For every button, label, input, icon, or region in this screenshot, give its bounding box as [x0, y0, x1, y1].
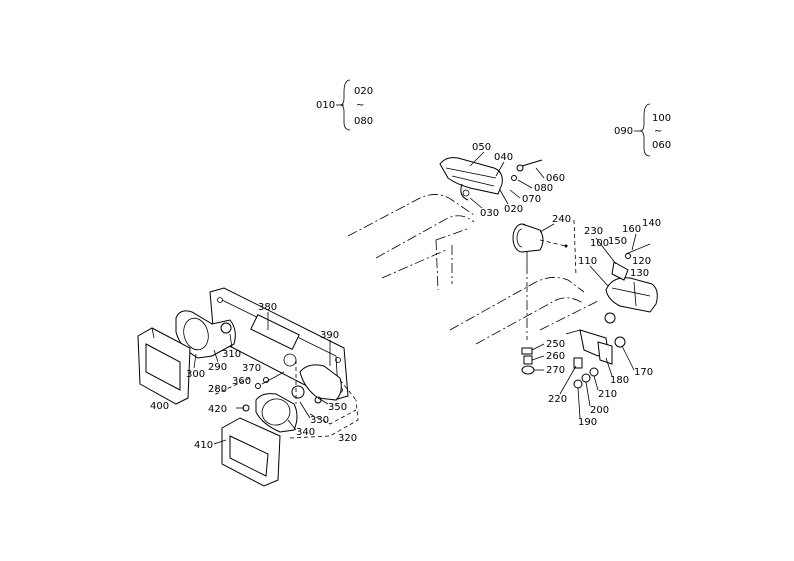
- callout-420: 420: [208, 404, 227, 415]
- callout-100-range: 100: [652, 113, 671, 124]
- callout-080-range: 080: [354, 116, 373, 127]
- callout-330: 330: [310, 415, 329, 426]
- tilde-010: ~: [356, 100, 364, 111]
- callout-410: 410: [194, 440, 213, 451]
- callout-100-b: 100: [590, 238, 609, 249]
- group-line-330: [309, 409, 357, 425]
- callout-180: 180: [610, 375, 629, 386]
- callout-050: 050: [472, 142, 491, 153]
- callout-080-b: 080: [534, 183, 553, 194]
- callout-370: 370: [242, 363, 261, 374]
- callout-140: 140: [642, 218, 661, 229]
- group-line-320: [289, 399, 359, 439]
- group-line-280: [215, 377, 251, 395]
- callout-010: 010: [316, 100, 335, 111]
- headlight-right-lower: [255, 364, 342, 433]
- callout-340: 340: [296, 427, 315, 438]
- callout-260: 260: [546, 351, 565, 362]
- callout-200: 200: [590, 405, 609, 416]
- callout-020-range: 020: [354, 86, 373, 97]
- callout-290: 290: [208, 362, 227, 373]
- callout-250: 250: [546, 339, 565, 350]
- callout-030: 030: [480, 208, 499, 219]
- callout-220: 220: [548, 394, 567, 405]
- callout-360: 360: [232, 376, 251, 387]
- callout-310: 310: [222, 349, 241, 360]
- legend-010: 010 020 ~ 080: [316, 79, 373, 131]
- bracket-hardware: [521, 329, 626, 389]
- callout-020-b: 020: [504, 204, 523, 215]
- headlight-bezel-410: [221, 417, 281, 487]
- callout-120: 120: [632, 256, 651, 267]
- callout-230: 230: [584, 226, 603, 237]
- callout-270: 270: [546, 365, 565, 376]
- callout-350: 350: [328, 402, 347, 413]
- tilde-090: ~: [654, 126, 662, 137]
- work-lamp-240: [512, 223, 568, 340]
- callout-400: 400: [150, 401, 169, 412]
- callout-380: 380: [258, 302, 277, 313]
- callout-170: 170: [634, 367, 653, 378]
- callout-210: 210: [598, 389, 617, 400]
- callout-280: 280: [208, 384, 227, 395]
- callout-150: 150: [608, 236, 627, 247]
- callout-390: 390: [320, 330, 339, 341]
- callout-040: 040: [494, 152, 513, 163]
- callout-070: 070: [522, 194, 541, 205]
- callout-130: 130: [630, 268, 649, 279]
- side-lamp-assembly-top: [439, 157, 543, 209]
- callout-320: 320: [338, 433, 357, 444]
- callout-110: 110: [578, 256, 597, 267]
- callout-060-range: 060: [652, 140, 671, 151]
- headlight-bezel-400: [137, 327, 191, 405]
- rear-lamp-assembly-right: [604, 243, 658, 324]
- small-hardware-left: [236, 360, 357, 412]
- callout-060-b: 060: [546, 173, 565, 184]
- tractor-hood-outline: [347, 194, 601, 345]
- callout-240: 240: [552, 214, 571, 225]
- callout-300: 300: [186, 369, 205, 380]
- callout-190: 190: [578, 417, 597, 428]
- callout-160: 160: [622, 224, 641, 235]
- legend-090: 090 100 ~ 060: [614, 103, 671, 157]
- callout-090: 090: [614, 126, 633, 137]
